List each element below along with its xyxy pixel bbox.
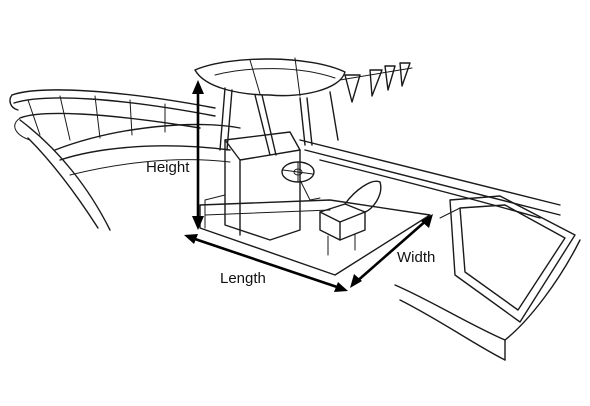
height-dimension-arrow	[192, 80, 204, 230]
t-top	[194, 57, 346, 156]
width-dimension-arrow	[350, 214, 433, 288]
width-label: Width	[397, 249, 435, 266]
leaning-post-seat	[319, 180, 382, 256]
length-dimension-arrow	[184, 234, 348, 292]
length-label: Length	[220, 270, 266, 287]
steering-wheel	[281, 161, 321, 201]
height-label: Height	[146, 159, 190, 176]
stern-deck	[439, 195, 576, 323]
center-console	[204, 131, 301, 241]
rod-holders	[339, 62, 413, 103]
deck	[199, 199, 431, 276]
bow-rail	[9, 89, 216, 141]
bow-hull	[19, 119, 241, 231]
hull-aft	[394, 239, 581, 361]
